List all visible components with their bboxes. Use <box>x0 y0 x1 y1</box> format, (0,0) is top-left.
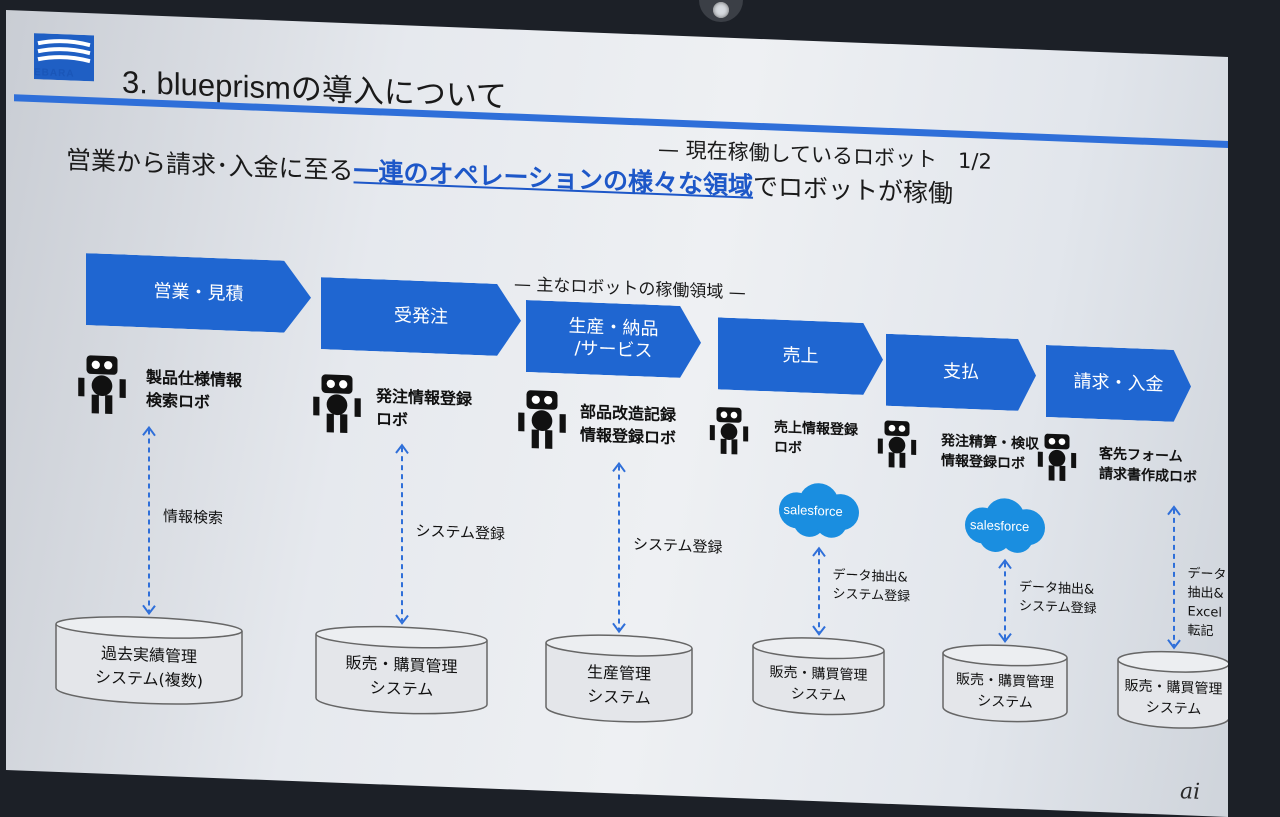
database-icon <box>752 637 885 716</box>
robot-icon <box>1037 433 1077 482</box>
lead-before: 営業から請求･入金に至る <box>66 145 354 186</box>
salesforce-label: salesforce <box>783 501 843 520</box>
process-step-1: 営業・見積 <box>86 253 311 334</box>
camera-notch <box>699 0 743 22</box>
database-icon <box>942 644 1068 723</box>
bidirectional-arrow-icon <box>1166 505 1181 650</box>
robot-icon <box>78 355 126 415</box>
robot-label: 部品改造記録 情報登録ロボ <box>580 402 677 448</box>
robot-icon <box>313 374 361 434</box>
bidirectional-arrow-icon <box>811 546 826 636</box>
link-label: データ抽出& Excel転記 <box>1187 566 1227 639</box>
title-rule <box>14 94 1228 149</box>
database-icon <box>1117 650 1228 729</box>
robot-icon <box>877 420 917 468</box>
link-label: システム登録 <box>633 535 723 557</box>
database-label: 生産管理 システム <box>586 662 651 708</box>
robot-diagram: 営業・見積製品仕様情報 検索ロボ情報検索過去実績管理 システム(複数) 受発注発注… <box>6 10 1228 729</box>
bidirectional-arrow-icon <box>394 443 409 625</box>
link-label: データ抽出& システム登録 <box>832 567 911 605</box>
database-label: 販売・購買管理 システム <box>769 664 868 705</box>
salesforce-cloud-icon <box>965 498 1045 553</box>
database-label: 販売・購買管理 システム <box>956 671 1054 712</box>
robot-icon <box>518 390 566 449</box>
robot-label: 客先フォーム 請求書作成ロボ <box>1099 445 1197 487</box>
process-step-5: 支払 <box>886 334 1036 412</box>
section-title: — 主なロボットの稼働領域 — <box>514 274 746 304</box>
link-label: 情報検索 <box>163 507 224 528</box>
link-label: データ抽出& システム登録 <box>1019 579 1097 617</box>
presentation-slide: EBARA 3. blueprismの導入について — 現在稼働しているロボット… <box>6 10 1228 817</box>
robot-label: 製品仕様情報 検索ロボ <box>146 367 243 413</box>
database-icon <box>315 625 488 715</box>
process-step-4: 売上 <box>718 317 883 395</box>
robot-label: 売上情報登録 ロボ <box>774 419 858 457</box>
process-step-2: 受発注 <box>321 277 521 357</box>
logo-text: EBARA <box>34 67 75 80</box>
link-label: システム登録 <box>415 521 506 544</box>
robot-label: 発注精算・検収 情報登録ロボ <box>941 432 1039 473</box>
robot-icon <box>709 407 749 455</box>
database-label: 過去実績管理 システム(複数) <box>94 643 203 691</box>
lead-after: でロボットが稼働 <box>753 171 954 209</box>
bidirectional-arrow-icon <box>612 461 626 634</box>
robot-label: 発注情報登録 ロボ <box>376 386 473 430</box>
ebara-logo-icon <box>34 33 94 82</box>
database-label: 販売・購買管理 システム <box>1124 677 1223 718</box>
database-icon <box>55 616 243 705</box>
database-label: 販売・購買管理 システム <box>345 653 458 700</box>
process-step-3: 生産・納品 /サービス <box>526 300 701 379</box>
watermark: ai <box>1180 779 1201 805</box>
bidirectional-arrow-icon <box>142 425 156 616</box>
salesforce-cloud-icon <box>778 483 859 538</box>
database-icon <box>545 634 693 723</box>
bidirectional-arrow-icon <box>998 558 1012 644</box>
process-step-6: 請求・入金 <box>1046 345 1191 423</box>
salesforce-label: salesforce <box>970 517 1030 535</box>
